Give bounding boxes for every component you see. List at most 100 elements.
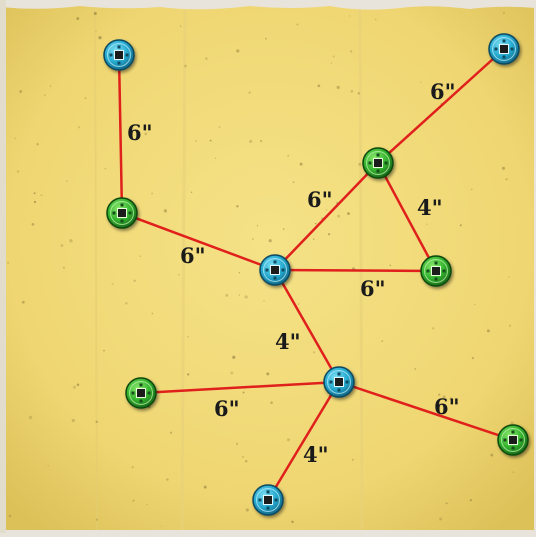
speckle [248, 91, 251, 94]
speckle [337, 214, 341, 218]
speckle [292, 181, 295, 183]
speckle [263, 300, 265, 302]
distance-label: 6" [430, 79, 456, 104]
speckle [256, 224, 259, 227]
speckle [414, 368, 417, 370]
speckle [432, 327, 435, 330]
speckle [218, 125, 221, 129]
speckle [69, 239, 73, 243]
speckle [161, 525, 163, 527]
distance-label: 6" [214, 396, 240, 421]
speckle [195, 140, 197, 142]
speckle [312, 351, 316, 354]
speckle [381, 340, 384, 343]
speckle [510, 421, 514, 425]
distance-labels: 6"6"6"4"6"6"4"6"6"4" [127, 79, 460, 467]
speckle [31, 222, 35, 226]
speckle [146, 503, 148, 506]
green-coin-token[interactable] [362, 147, 394, 179]
green-coin-token[interactable] [125, 377, 157, 409]
speckle [238, 272, 241, 274]
speckle [151, 192, 154, 195]
speckle [314, 222, 317, 225]
speckle [84, 97, 87, 100]
speckle [95, 420, 99, 424]
speckle [209, 139, 212, 142]
tokens [103, 33, 529, 516]
speckle [438, 393, 441, 396]
speckle [348, 15, 351, 17]
speckle [60, 244, 64, 247]
green-coin-token[interactable] [497, 424, 529, 456]
speckle [16, 170, 20, 173]
speckle [512, 471, 515, 473]
connection-line [140, 380, 340, 395]
green-coin-token[interactable] [106, 197, 138, 229]
speckle [442, 395, 446, 399]
speckle [389, 264, 392, 267]
speckle [313, 238, 315, 240]
speckle [179, 25, 182, 27]
green-coin-token[interactable] [420, 255, 452, 287]
speckle [296, 23, 299, 26]
distance-label: 4" [275, 329, 301, 354]
speckle [163, 209, 167, 213]
speckle [19, 90, 23, 93]
speckle [241, 455, 244, 458]
paper-edge-left [0, 0, 6, 533]
speckle [8, 514, 12, 518]
distance-label: 4" [417, 195, 443, 220]
speckle [286, 438, 290, 442]
speckle [445, 502, 448, 505]
speckle [350, 90, 354, 93]
speckle [62, 266, 65, 269]
speckle [474, 304, 476, 306]
speckle [44, 94, 46, 96]
speckle [139, 255, 142, 257]
distance-label: 6" [127, 120, 153, 145]
blue-coin-token[interactable] [488, 33, 520, 65]
speckle [332, 55, 335, 58]
speckle [357, 92, 361, 95]
crease [94, 9, 98, 531]
speckle [358, 162, 362, 166]
speckle [236, 442, 239, 445]
speckle [131, 466, 134, 469]
speckle [144, 132, 148, 136]
speckle [103, 349, 105, 352]
blue-coin-token[interactable] [323, 366, 355, 398]
speckle [509, 324, 511, 327]
speckle [33, 200, 37, 204]
connection-line [377, 48, 505, 164]
speckle [419, 81, 422, 84]
speckle [132, 499, 135, 502]
speckle [36, 143, 39, 146]
speckle [232, 355, 236, 359]
speckle [225, 294, 229, 297]
distance-label: 6" [307, 187, 333, 212]
blue-coin-token[interactable] [259, 254, 291, 286]
connection-line [274, 268, 437, 273]
speckle [490, 453, 494, 457]
speckle [244, 459, 248, 463]
speckle [95, 30, 97, 32]
blue-coin-token[interactable] [252, 484, 284, 516]
connection-line [274, 162, 379, 271]
speckle [317, 84, 321, 88]
speckle [505, 178, 508, 181]
speckle [14, 137, 16, 140]
speckle [350, 50, 353, 53]
connection-line [266, 381, 341, 501]
speckle [230, 371, 234, 375]
speckle [125, 302, 128, 305]
speckle [327, 233, 331, 236]
speckle [375, 18, 377, 21]
speckle [449, 397, 453, 401]
blue-coin-token[interactable] [103, 39, 135, 71]
speckle [486, 329, 490, 333]
speckle [47, 465, 49, 467]
speckle [98, 36, 102, 40]
speckle [205, 57, 208, 60]
speckle [77, 126, 81, 129]
